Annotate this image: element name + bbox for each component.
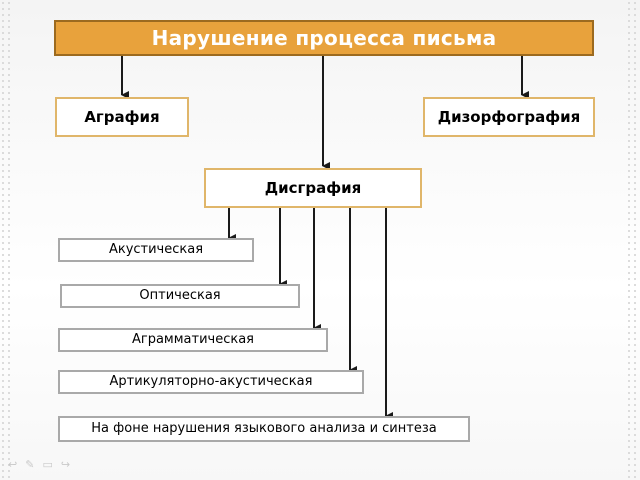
type-language-analysis-box: На фоне нарушения языкового анализа и си… — [58, 416, 470, 442]
dysorthography-box: Дизорфография — [423, 97, 595, 137]
type-agrammatic-box: Аграмматическая — [58, 328, 328, 352]
arrow-left-icon[interactable]: ↩ — [8, 458, 18, 471]
dysgraphia-box: Дисграфия — [204, 168, 422, 208]
type-acoustic-box: Акустическая — [58, 238, 254, 262]
diagram-title: Нарушение процесса письма — [54, 20, 594, 56]
screen-icon[interactable]: ▭ — [42, 458, 53, 471]
slide-navigation: ↩ ✎ ▭ ↪ — [8, 458, 70, 471]
type-optical-box: Оптическая — [60, 284, 300, 308]
agraphia-box: Аграфия — [55, 97, 189, 137]
slide-border-decoration-right — [626, 0, 640, 480]
pen-icon[interactable]: ✎ — [25, 458, 35, 471]
arrow-right-icon[interactable]: ↪ — [60, 458, 71, 471]
type-articulatory-acoustic-box: Артикуляторно-акустическая — [58, 370, 364, 394]
slide-border-decoration-left — [0, 0, 14, 480]
